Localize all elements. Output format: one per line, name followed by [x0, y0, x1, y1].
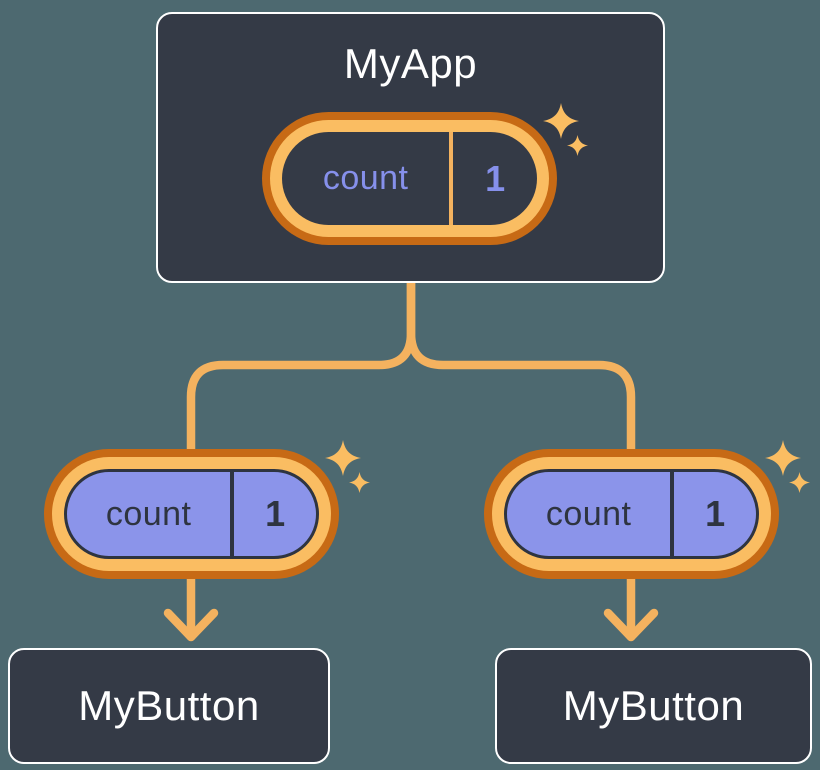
prop-name-label: count: [545, 494, 632, 533]
prop-pill-right: count 1: [484, 440, 810, 579]
arrowhead-down-right-icon: [603, 608, 659, 642]
connector-branch-right-line: [406, 276, 636, 638]
component-box-myapp: MyApp count 1: [156, 12, 665, 283]
pill-divider: [670, 472, 675, 556]
component-title-mybutton: MyButton: [562, 682, 745, 729]
prop-value-label: 1: [265, 493, 286, 534]
component-title-myapp: MyApp: [343, 40, 478, 87]
sparkle-icon: [789, 472, 810, 493]
sparkle-icon: [325, 440, 361, 476]
component-box-mybutton-right: MyButton: [495, 648, 812, 764]
prop-pill-ring: count 1: [492, 457, 771, 571]
pill-divider: [230, 472, 235, 556]
state-name-label: count: [322, 159, 409, 197]
pill-divider: [449, 132, 454, 225]
prop-pill-left: count 1: [44, 440, 370, 579]
state-pill-ring: count 1: [270, 120, 549, 237]
prop-name-label: count: [105, 494, 192, 533]
sparkle-icon: [765, 440, 801, 476]
state-pill-root: count 1: [262, 103, 588, 245]
sparkle-icon: [349, 472, 370, 493]
state-pill-core: count 1: [282, 132, 537, 225]
sparkle-icon: [543, 103, 579, 139]
prop-pill-core: count 1: [64, 469, 319, 559]
prop-pill-core: count 1: [504, 469, 759, 559]
arrowhead-down-left-icon: [163, 608, 219, 642]
sparkle-icon: [567, 135, 588, 156]
component-box-mybutton-left: MyButton: [8, 648, 330, 764]
state-value-label: 1: [485, 157, 506, 199]
component-title-mybutton: MyButton: [78, 682, 260, 729]
prop-pill-ring: count 1: [52, 457, 331, 571]
prop-value-label: 1: [705, 493, 726, 534]
